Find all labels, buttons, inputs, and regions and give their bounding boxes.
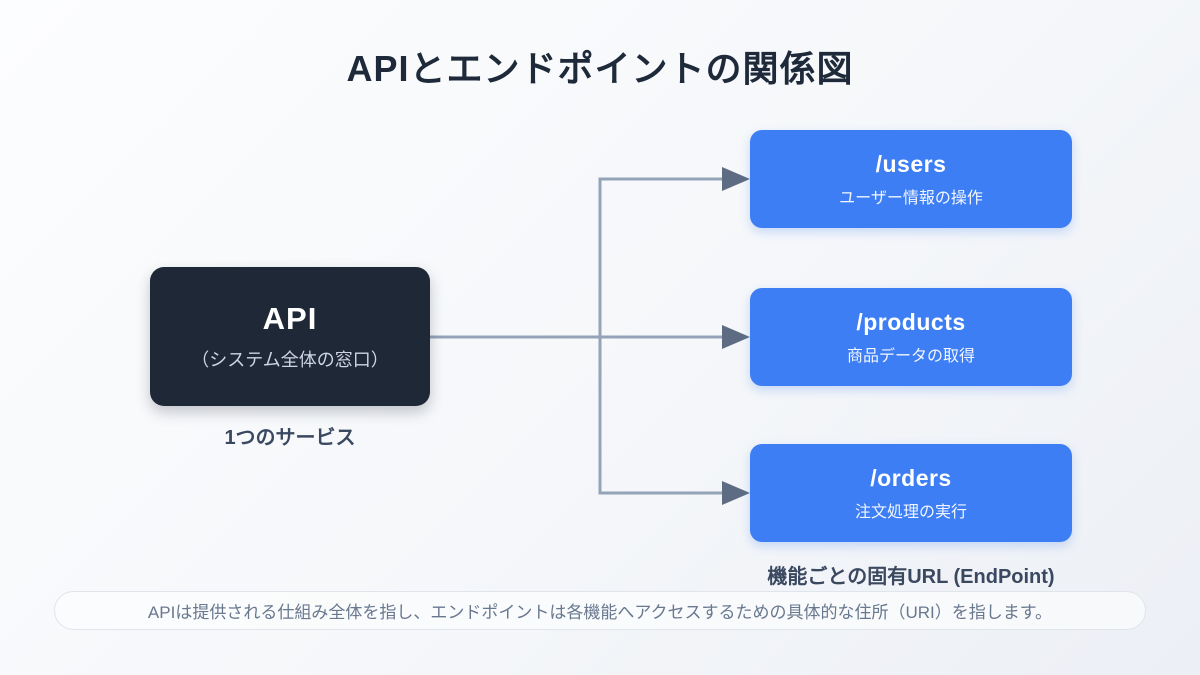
arrowhead-products [722,325,750,349]
endpoint-description: ユーザー情報の操作 [839,189,983,207]
page-title: APIとエンドポイントの関係図 [346,48,854,89]
api-node: API （システム全体の窓口） [150,267,430,406]
api-node-sublabel: （システム全体の窓口） [191,350,389,370]
endpoint-node-orders: /orders 注文処理の実行 [750,444,1072,542]
endpoint-description: 商品データの取得 [846,347,975,365]
endpoint-path: /orders [870,464,952,491]
arrowhead-orders [722,481,750,505]
endpoints-caption: 機能ごとの固有URL (EndPoint) [767,566,1055,588]
footnote-pill: APIは提供される仕組み全体を指し、エンドポイントは各機能へアクセスするための具… [54,591,1146,630]
arrowhead-users [722,167,750,191]
endpoint-node-products: /products 商品データの取得 [750,288,1072,386]
footnote-text: APIは提供される仕組み全体を指し、エンドポイントは各機能へアクセスするための具… [147,603,1053,622]
connector-lines [428,177,724,495]
endpoint-path: /products [856,308,966,335]
endpoint-node-users: /users ユーザー情報の操作 [750,130,1072,228]
api-node-label: API [262,301,318,336]
endpoint-path: /users [875,150,947,177]
endpoint-description: 注文処理の実行 [854,503,967,521]
api-node-caption: 1つのサービス [224,427,356,449]
